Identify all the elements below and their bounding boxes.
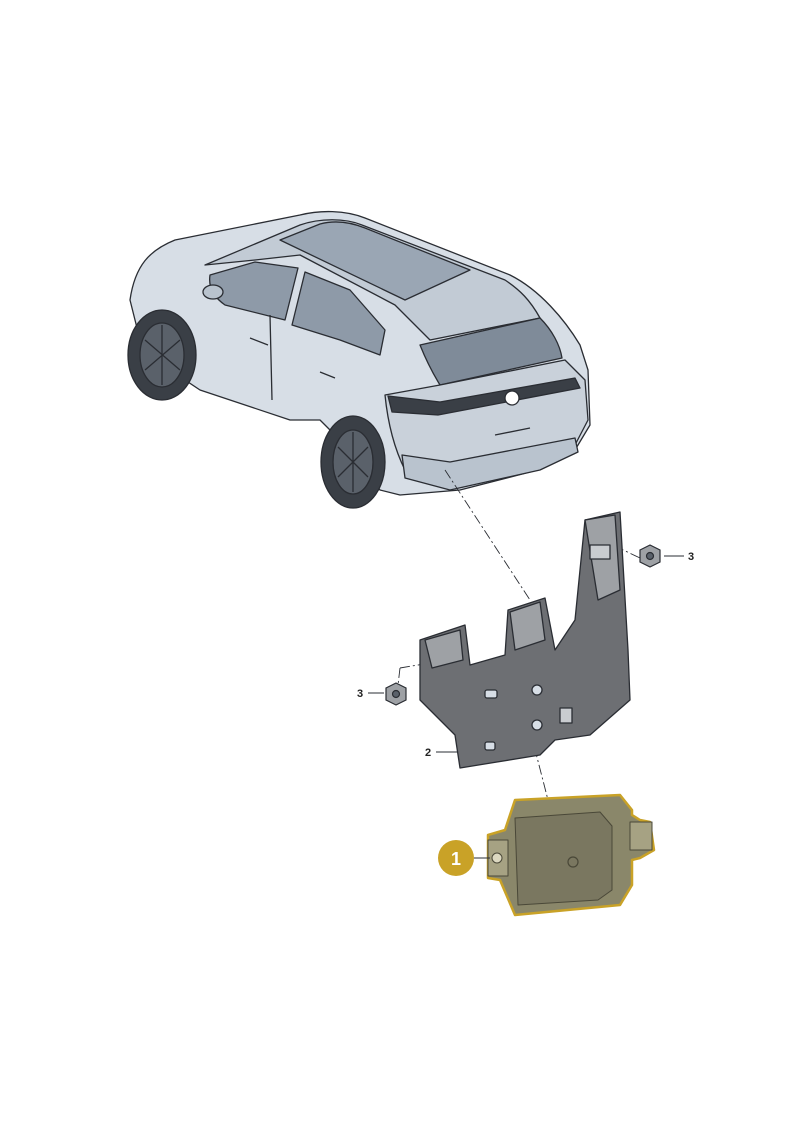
callout-3-right-label: 3 xyxy=(688,551,694,563)
bracket-hole-2 xyxy=(531,719,543,731)
callout-part-3-right[interactable]: 3 xyxy=(664,551,694,563)
bracket-clip xyxy=(559,707,573,724)
hex-nut-icon xyxy=(639,544,661,568)
bracket-hole-1 xyxy=(531,684,543,696)
callout-part-3-left[interactable]: 3 xyxy=(357,688,384,700)
car-side-mirror xyxy=(202,284,224,300)
car-side-window-front xyxy=(209,261,299,321)
leader-bracket-to-module xyxy=(529,729,549,801)
module-center-mark xyxy=(567,856,579,868)
car-door-line xyxy=(249,314,336,401)
car-front-wheel xyxy=(127,309,197,401)
car-panoramic-roof xyxy=(279,221,471,301)
bracket-top-clip xyxy=(589,544,611,560)
callout-part-2[interactable]: 2 xyxy=(425,747,458,759)
car-plate-area xyxy=(494,427,531,436)
vehicle-illustration xyxy=(127,210,591,509)
car-taillight-bar xyxy=(387,377,581,416)
callout-part-1[interactable]: 1 xyxy=(438,840,490,876)
callout-2-label: 2 xyxy=(425,747,431,759)
car-rear-bumper xyxy=(401,437,579,491)
callout-1-label: 1 xyxy=(451,849,461,869)
module-face xyxy=(514,811,613,906)
bracket-slot-2 xyxy=(484,741,496,751)
car-badge xyxy=(504,390,520,406)
bracket-tab-left xyxy=(424,629,464,669)
bracket-slot-1 xyxy=(484,689,498,699)
car-side-window-rear xyxy=(291,271,386,356)
callout-3-left-label: 3 xyxy=(357,688,363,700)
module-connector xyxy=(629,821,653,851)
radar-sensor-module xyxy=(486,793,656,917)
bracket-illustration xyxy=(419,511,631,769)
car-rear-window xyxy=(419,317,563,386)
leader-car-to-bracket xyxy=(444,469,531,601)
bracket-tab-mid xyxy=(509,601,546,651)
callout-1-badge[interactable] xyxy=(438,840,474,876)
car-rear-wheel xyxy=(320,415,386,509)
hex-nut-icon xyxy=(385,682,407,706)
